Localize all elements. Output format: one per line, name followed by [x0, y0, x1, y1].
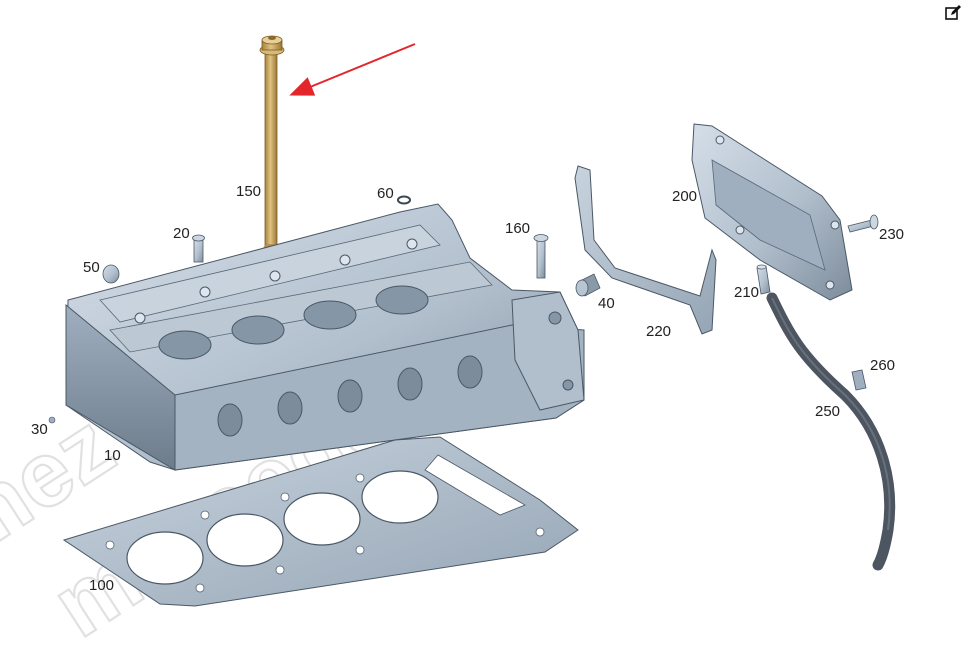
- label-260[interactable]: 260: [870, 357, 895, 374]
- label-50[interactable]: 50: [83, 259, 100, 276]
- part-150-head-bolt: [259, 35, 285, 249]
- part-260-clip: [851, 369, 867, 391]
- label-40[interactable]: 40: [598, 295, 615, 312]
- part-40-plug: [575, 273, 601, 297]
- part-160-bolt: [533, 234, 549, 279]
- part-230-bolt: [847, 214, 879, 233]
- label-100[interactable]: 100: [89, 577, 114, 594]
- label-220[interactable]: 220: [646, 323, 671, 340]
- label-210[interactable]: 210: [734, 284, 759, 301]
- label-230[interactable]: 230: [879, 226, 904, 243]
- label-160[interactable]: 160: [505, 220, 530, 237]
- part-30-plug: [48, 416, 56, 424]
- label-150[interactable]: 150: [236, 183, 261, 200]
- label-60[interactable]: 60: [377, 185, 394, 202]
- edit-icon[interactable]: [944, 4, 962, 22]
- part-20-bolt: [192, 234, 205, 263]
- part-100-head-gasket: [62, 436, 579, 607]
- part-50-cap: [102, 264, 120, 284]
- part-200-cover: [691, 123, 853, 301]
- part-10-cylinder-head: [65, 203, 585, 471]
- pointer-arrow: [289, 43, 416, 96]
- label-10[interactable]: 10: [104, 447, 121, 464]
- part-210-sleeve: [756, 264, 771, 295]
- part-220-cover-gasket: [574, 165, 717, 335]
- label-30[interactable]: 30: [31, 421, 48, 438]
- label-250[interactable]: 250: [815, 403, 840, 420]
- label-20[interactable]: 20: [173, 225, 190, 242]
- label-200[interactable]: 200: [672, 188, 697, 205]
- part-60-o-ring: [397, 195, 411, 205]
